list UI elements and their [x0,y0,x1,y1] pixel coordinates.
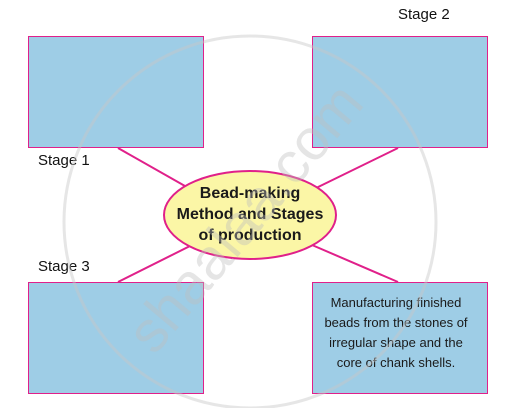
connector-top-left [117,147,193,191]
stage3-box [28,282,204,394]
description-box [312,282,488,394]
center-title-line3: of production [198,227,302,244]
connector-bottom-left [117,244,193,283]
connector-top-right [311,147,399,191]
center-title-line2: Method and Stages [176,206,324,223]
stage3-label: Stage 3 [38,258,90,275]
top-right-box [312,36,488,148]
center-ellipse [163,170,337,260]
connector-bottom-right [311,244,399,283]
description-text: Manufacturing finished beads from the st… [311,293,481,373]
description-line1: Manufacturing finished [330,295,462,310]
description-line3: irregular shape and the [329,335,463,350]
center-title: Bead-making Method and Stages of product… [165,183,335,246]
stage2-label: Stage 2 [398,6,450,23]
stage2-box [28,36,204,148]
description-line4: core of chank shells. [336,355,456,370]
stage1-label: Stage 1 [38,152,90,169]
center-title-line1: Bead-making [199,185,301,202]
description-line2: beads from the stones of [324,315,468,330]
